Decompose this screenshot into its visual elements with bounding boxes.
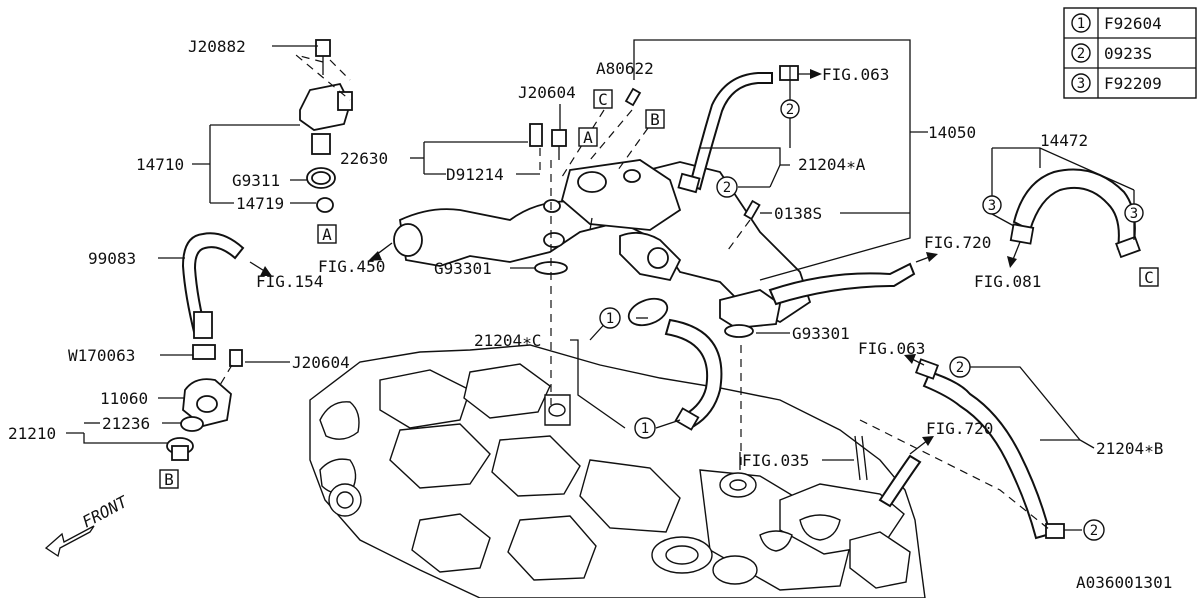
callout-1-a: 1 — [599, 307, 621, 329]
callout-3-a: 3 — [982, 195, 1002, 215]
circled-callouts: 2 2 3 3 1 1 2 2 — [599, 99, 1144, 541]
label-14719: 14719 — [236, 194, 284, 213]
diagram-id: A036001301 — [1076, 573, 1172, 592]
arrow-fig720-mid — [922, 436, 934, 446]
label-21204b: 21204∗B — [1096, 439, 1163, 458]
label-a80622: A80622 — [596, 59, 654, 78]
label-fig063-top: FIG.063 — [822, 65, 889, 84]
label-14710: 14710 — [136, 155, 184, 174]
svg-text:3: 3 — [988, 198, 996, 214]
label-fig720-right: FIG.720 — [924, 233, 991, 252]
label-0138s: 0138S — [774, 204, 822, 223]
ref-box-c-right: C — [1144, 268, 1154, 287]
label-w170063: W170063 — [68, 346, 135, 365]
label-14050: 14050 — [928, 123, 976, 142]
callout-3-b: 3 — [1124, 203, 1144, 223]
legend-num-2: 2 — [1077, 46, 1085, 62]
svg-text:1: 1 — [606, 311, 614, 327]
label-d91214: D91214 — [446, 165, 504, 184]
label-21210: 21210 — [8, 424, 56, 443]
callout-2-b: 2 — [716, 176, 738, 198]
arrow-fig081 — [1007, 256, 1017, 268]
hose-21204b — [878, 358, 1065, 540]
label-j20882: J20882 — [188, 37, 246, 56]
label-fig450: FIG.450 — [318, 257, 385, 276]
ref-box-b-left: B — [164, 470, 174, 489]
front-arrow-icon — [44, 525, 95, 558]
legend-code-3: F92209 — [1104, 74, 1162, 93]
svg-text:3: 3 — [1130, 206, 1138, 222]
thermostat-housing — [166, 344, 243, 461]
hose-14472 — [1009, 168, 1141, 259]
callout-2-d: 2 — [1083, 519, 1105, 541]
sensor-14710 — [299, 39, 353, 213]
label-g9311: G9311 — [232, 171, 280, 190]
legend-code-2: 0923S — [1104, 44, 1152, 63]
legend-table: 1 F92604 2 0923S 3 F92209 — [1063, 7, 1197, 99]
ref-box-b-mid: B — [650, 110, 660, 129]
label-99083: 99083 — [88, 249, 136, 268]
sensors-top — [529, 87, 761, 338]
legend-num-3: 3 — [1077, 76, 1085, 92]
arrow-fig154 — [260, 266, 272, 276]
label-22630: 22630 — [340, 149, 388, 168]
part-labels: J20882 A80622 FIG.063 J20604 14710 G9311… — [8, 37, 1172, 592]
label-14472: 14472 — [1040, 131, 1088, 150]
svg-text:2: 2 — [786, 102, 794, 118]
label-11060: 11060 — [100, 389, 148, 408]
callout-2-c: 2 — [949, 356, 971, 378]
legend-row-1: 1 F92604 — [1071, 13, 1162, 33]
legend-code-1: F92604 — [1104, 14, 1162, 33]
arrow-fig063-mid — [904, 354, 916, 364]
engine-block-illustration — [309, 344, 926, 598]
reference-boxes: C A B A C B — [159, 89, 1159, 489]
ref-box-a-mid: A — [583, 128, 593, 147]
front-label: FRONT — [79, 492, 132, 532]
label-fig720-mid: FIG.720 — [926, 419, 993, 438]
hose-21204a — [677, 65, 799, 194]
svg-text:2: 2 — [1090, 523, 1098, 539]
svg-text:1: 1 — [641, 421, 649, 437]
callout-1-b: 1 — [634, 417, 656, 439]
label-g93301-right: G93301 — [792, 324, 850, 343]
label-21204c: 21204∗C — [474, 331, 541, 350]
label-fig035: FIG.035 — [742, 451, 809, 470]
svg-text:2: 2 — [723, 180, 731, 196]
legend-row-2: 2 0923S — [1071, 43, 1152, 63]
label-j20604-top: J20604 — [518, 83, 576, 102]
label-fig154: FIG.154 — [256, 272, 323, 291]
label-21236: 21236 — [102, 414, 150, 433]
arrow-fig063-top — [810, 69, 822, 79]
front-direction-indicator: FRONT — [44, 492, 132, 558]
dashed-assembly-lines — [219, 54, 1051, 531]
ref-box-a-left: A — [322, 225, 332, 244]
flow-arrows — [249, 69, 1021, 455]
legend-num-1: 1 — [1077, 16, 1085, 32]
label-21204a: 21204∗A — [798, 155, 866, 174]
label-g93301-left: G93301 — [434, 259, 492, 278]
svg-text:2: 2 — [956, 360, 964, 376]
arrow-fig450 — [368, 251, 382, 261]
label-j20604-left: J20604 — [292, 353, 350, 372]
callout-2-a: 2 — [780, 99, 800, 119]
label-fig063-mid: FIG.063 — [858, 339, 925, 358]
coolant-pipe-14050 — [393, 159, 916, 329]
ref-box-c-top: C — [598, 90, 608, 109]
hose-99083 — [181, 232, 245, 339]
legend-row-3: 3 F92209 — [1071, 73, 1162, 93]
label-fig081: FIG.081 — [974, 272, 1041, 291]
arrow-fig720-right — [926, 252, 938, 262]
